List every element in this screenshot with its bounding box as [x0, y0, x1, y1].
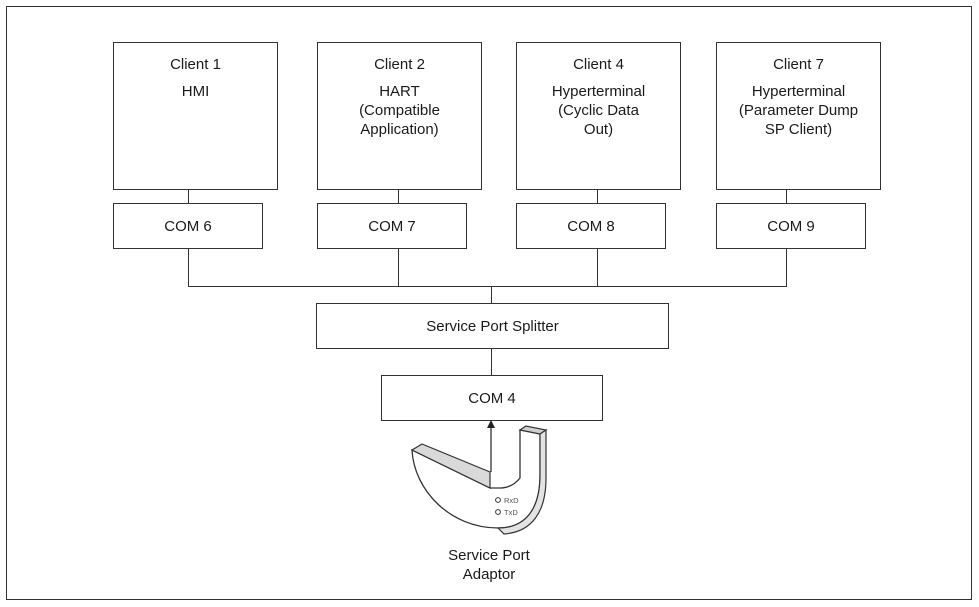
- connector-client-7-com-9: [786, 189, 787, 203]
- adaptor-edge-shape: [496, 428, 547, 535]
- com-4-label: COM 4: [468, 390, 516, 407]
- service-port-adaptor-caption: Service Port Adaptor: [389, 546, 589, 584]
- com-6-label: COM 6: [164, 218, 212, 235]
- com-9-box: COM 9: [716, 203, 866, 249]
- com-6-box: COM 6: [113, 203, 263, 249]
- rxd-led-label: RxD: [504, 496, 519, 505]
- service-port-splitter-label: Service Port Splitter: [426, 318, 559, 335]
- adaptor-caption-line-1: Service Port: [448, 547, 530, 564]
- connector-com-7-bus: [398, 248, 399, 286]
- arrow-up-icon: [487, 420, 495, 428]
- client-2-box: Client 2 HART (Compatible Application): [317, 42, 482, 190]
- adaptor-top-face-shape: [410, 443, 491, 489]
- client-2-title: Client 2: [374, 56, 425, 73]
- connector-client-2-com-7: [398, 189, 399, 203]
- connector-client-4-com-8: [597, 189, 598, 203]
- com-7-box: COM 7: [317, 203, 467, 249]
- connector-client-1-com-6: [188, 189, 189, 203]
- service-port-adaptor-illustration: RxD TxD: [410, 420, 548, 535]
- connector-splitter-com-4: [491, 348, 492, 375]
- client-1-description: HMI: [181, 83, 210, 100]
- com-4-box: COM 4: [381, 375, 603, 421]
- connector-com-8-bus: [597, 248, 598, 286]
- connector-bus-splitter: [491, 286, 492, 303]
- bus-line: [188, 286, 787, 287]
- client-7-description: Hyperterminal (Parameter Dump SP Client): [738, 83, 859, 138]
- com-9-label: COM 9: [767, 218, 815, 235]
- txd-led-label: TxD: [504, 508, 518, 517]
- rxd-led-icon: [495, 497, 501, 503]
- com-7-label: COM 7: [368, 218, 416, 235]
- service-port-splitter-box: Service Port Splitter: [316, 303, 669, 349]
- diagram-frame: [6, 6, 972, 600]
- client-1-title: Client 1: [170, 56, 221, 73]
- connector-com-6-bus: [188, 248, 189, 286]
- adaptor-caption-line-2: Adaptor: [462, 566, 516, 583]
- client-7-box: Client 7 Hyperterminal (Parameter Dump S…: [716, 42, 881, 190]
- client-2-description: HART (Compatible Application): [359, 83, 440, 138]
- txd-led-icon: [495, 509, 501, 515]
- client-4-description: Hyperterminal (Cyclic Data Out): [551, 83, 646, 138]
- com-8-label: COM 8: [567, 218, 615, 235]
- client-7-title: Client 7: [773, 56, 824, 73]
- client-1-box: Client 1 HMI: [113, 42, 278, 190]
- client-4-title: Client 4: [573, 56, 624, 73]
- connector-com-9-bus: [786, 248, 787, 286]
- com-8-box: COM 8: [516, 203, 666, 249]
- client-4-box: Client 4 Hyperterminal (Cyclic Data Out): [516, 42, 681, 190]
